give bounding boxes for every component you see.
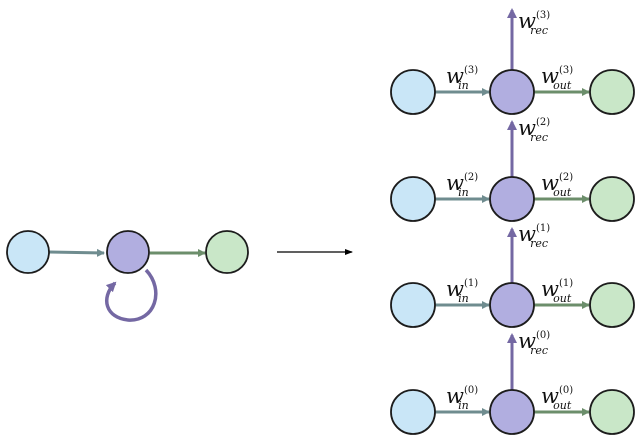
self-loop-icon [105,268,158,322]
input-node-3 [390,69,436,115]
folded-rnn [6,230,249,322]
output-node-3 [589,69,635,115]
output-node-2 [589,176,635,222]
input-node-0 [390,389,436,435]
weight-out-label-1: w(1)out [541,277,573,305]
folded-input-arrow [48,248,105,257]
hidden-node-0 [489,389,535,435]
weight-out-label-2: w(2)out [541,171,573,199]
unrolled-rnn: w(0)in w(0)out w(0)rec w(1)in w(1)out w(1)rec… [390,8,635,435]
weight-out-label-0: w(0)out [541,384,573,412]
folded-output-node [205,230,249,274]
weight-in-label-1: w(1)in [446,277,478,305]
hidden-node-2 [489,176,535,222]
hidden-node-1 [489,282,535,328]
weight-rec-label-1: w(1)rec [518,222,550,250]
hidden-node-3 [489,69,535,115]
weight-in-label-2: w(2)in [446,171,478,199]
weight-rec-label-3: w(3)rec [518,9,550,37]
weight-in-label-0: w(0)in [446,384,478,412]
output-node-0 [589,389,635,435]
weight-out-label-3: w(3)out [541,64,573,92]
folded-input-node [6,230,50,274]
weight-rec-label-0: w(0)rec [518,329,550,357]
weight-rec-label-2: w(2)rec [518,116,550,144]
output-node-1 [589,282,635,328]
folded-hidden-node [106,230,150,274]
input-node-1 [390,282,436,328]
input-node-2 [390,176,436,222]
weight-in-label-3: w(3)in [446,64,478,92]
